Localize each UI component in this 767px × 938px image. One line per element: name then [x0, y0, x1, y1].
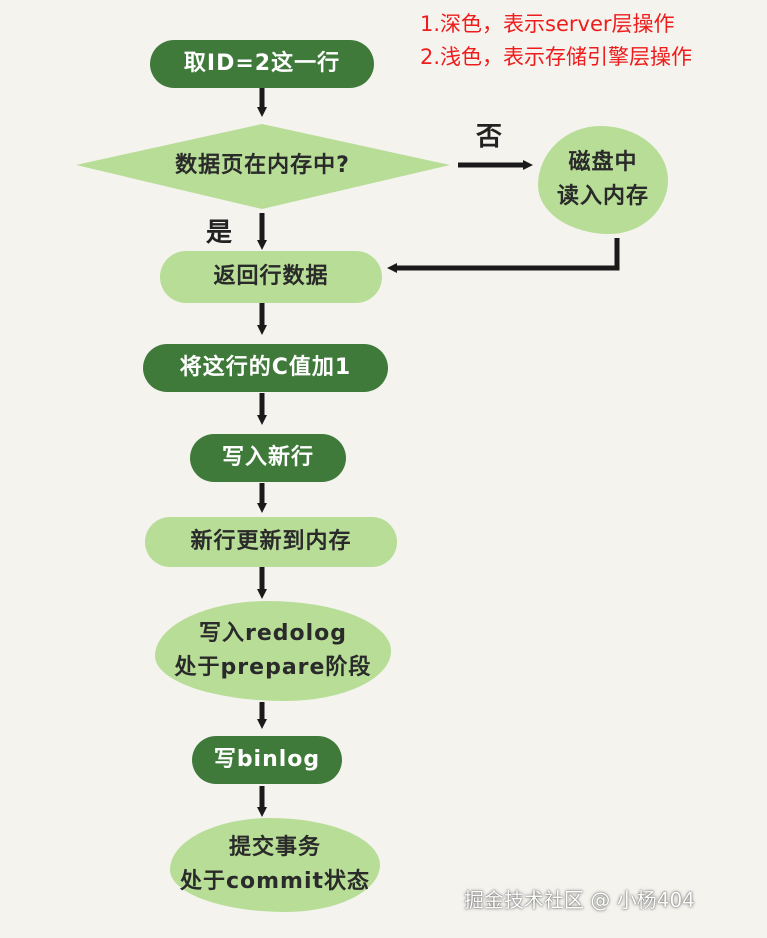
node-commit-line2: 处于commit状态	[179, 869, 371, 894]
node-write-new-row-label: 写入新行	[221, 445, 314, 470]
node-return-row: 返回行数据	[160, 251, 382, 303]
edge-label-no: 否	[476, 122, 503, 152]
node-commit-line1: 提交事务	[228, 835, 321, 860]
node-fetch-row-label: 取ID=2这一行	[183, 51, 341, 76]
node-update-memory-label: 新行更新到内存	[190, 529, 352, 554]
node-disk-read: 磁盘中 读入内存	[538, 126, 668, 234]
node-increment-c-label: 将这行的C值加1	[179, 355, 352, 380]
node-increment-c: 将这行的C值加1	[143, 344, 388, 392]
node-commit: 提交事务 处于commit状态	[170, 818, 380, 912]
node-return-row-label: 返回行数据	[213, 264, 329, 289]
node-write-binlog: 写binlog	[192, 736, 342, 784]
arrow-disk-to-return	[387, 238, 620, 273]
legend-engine-layer: 2.浅色，表示存储引擎层操作	[420, 45, 693, 69]
decision-diamond	[76, 124, 450, 209]
node-write-binlog-label: 写binlog	[213, 747, 321, 772]
node-disk-read-line1: 磁盘中	[568, 150, 638, 175]
node-redolog-prepare: 写入redolog 处于prepare阶段	[155, 601, 391, 701]
node-redolog-prepare-line1: 写入redolog	[198, 621, 348, 646]
node-update-memory: 新行更新到内存	[145, 517, 397, 567]
node-disk-read-line2: 读入内存	[556, 184, 649, 209]
node-in-memory-decision: 数据页在内存中?	[140, 146, 385, 186]
node-fetch-row: 取ID=2这一行	[150, 40, 374, 88]
legend: 1.深色，表示server层操作 2.浅色，表示存储引擎层操作	[420, 8, 692, 74]
node-write-new-row: 写入新行	[190, 434, 346, 482]
node-redolog-prepare-line2: 处于prepare阶段	[174, 655, 372, 680]
watermark: 掘金技术社区 @ 小杨404	[464, 888, 695, 912]
edge-label-yes: 是	[206, 218, 233, 248]
legend-server-layer: 1.深色，表示server层操作	[420, 12, 675, 36]
node-in-memory-decision-label: 数据页在内存中?	[175, 153, 350, 178]
